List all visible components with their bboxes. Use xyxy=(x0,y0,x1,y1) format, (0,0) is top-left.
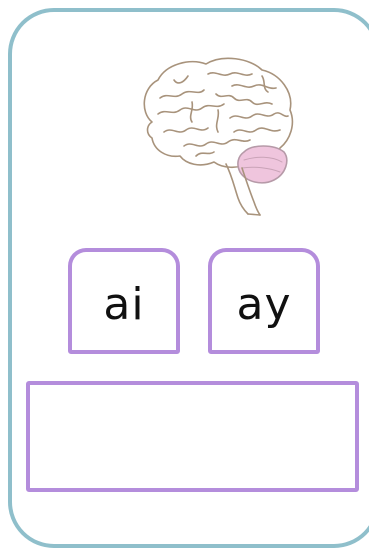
brain-icon xyxy=(143,57,294,216)
choice-label-ai: ai xyxy=(103,279,145,330)
choice-tile-ai[interactable]: ai xyxy=(68,248,180,354)
choice-tile-ay[interactable]: ay xyxy=(208,248,320,354)
choice-label-ay: ay xyxy=(236,279,292,330)
answer-box[interactable] xyxy=(26,381,359,492)
